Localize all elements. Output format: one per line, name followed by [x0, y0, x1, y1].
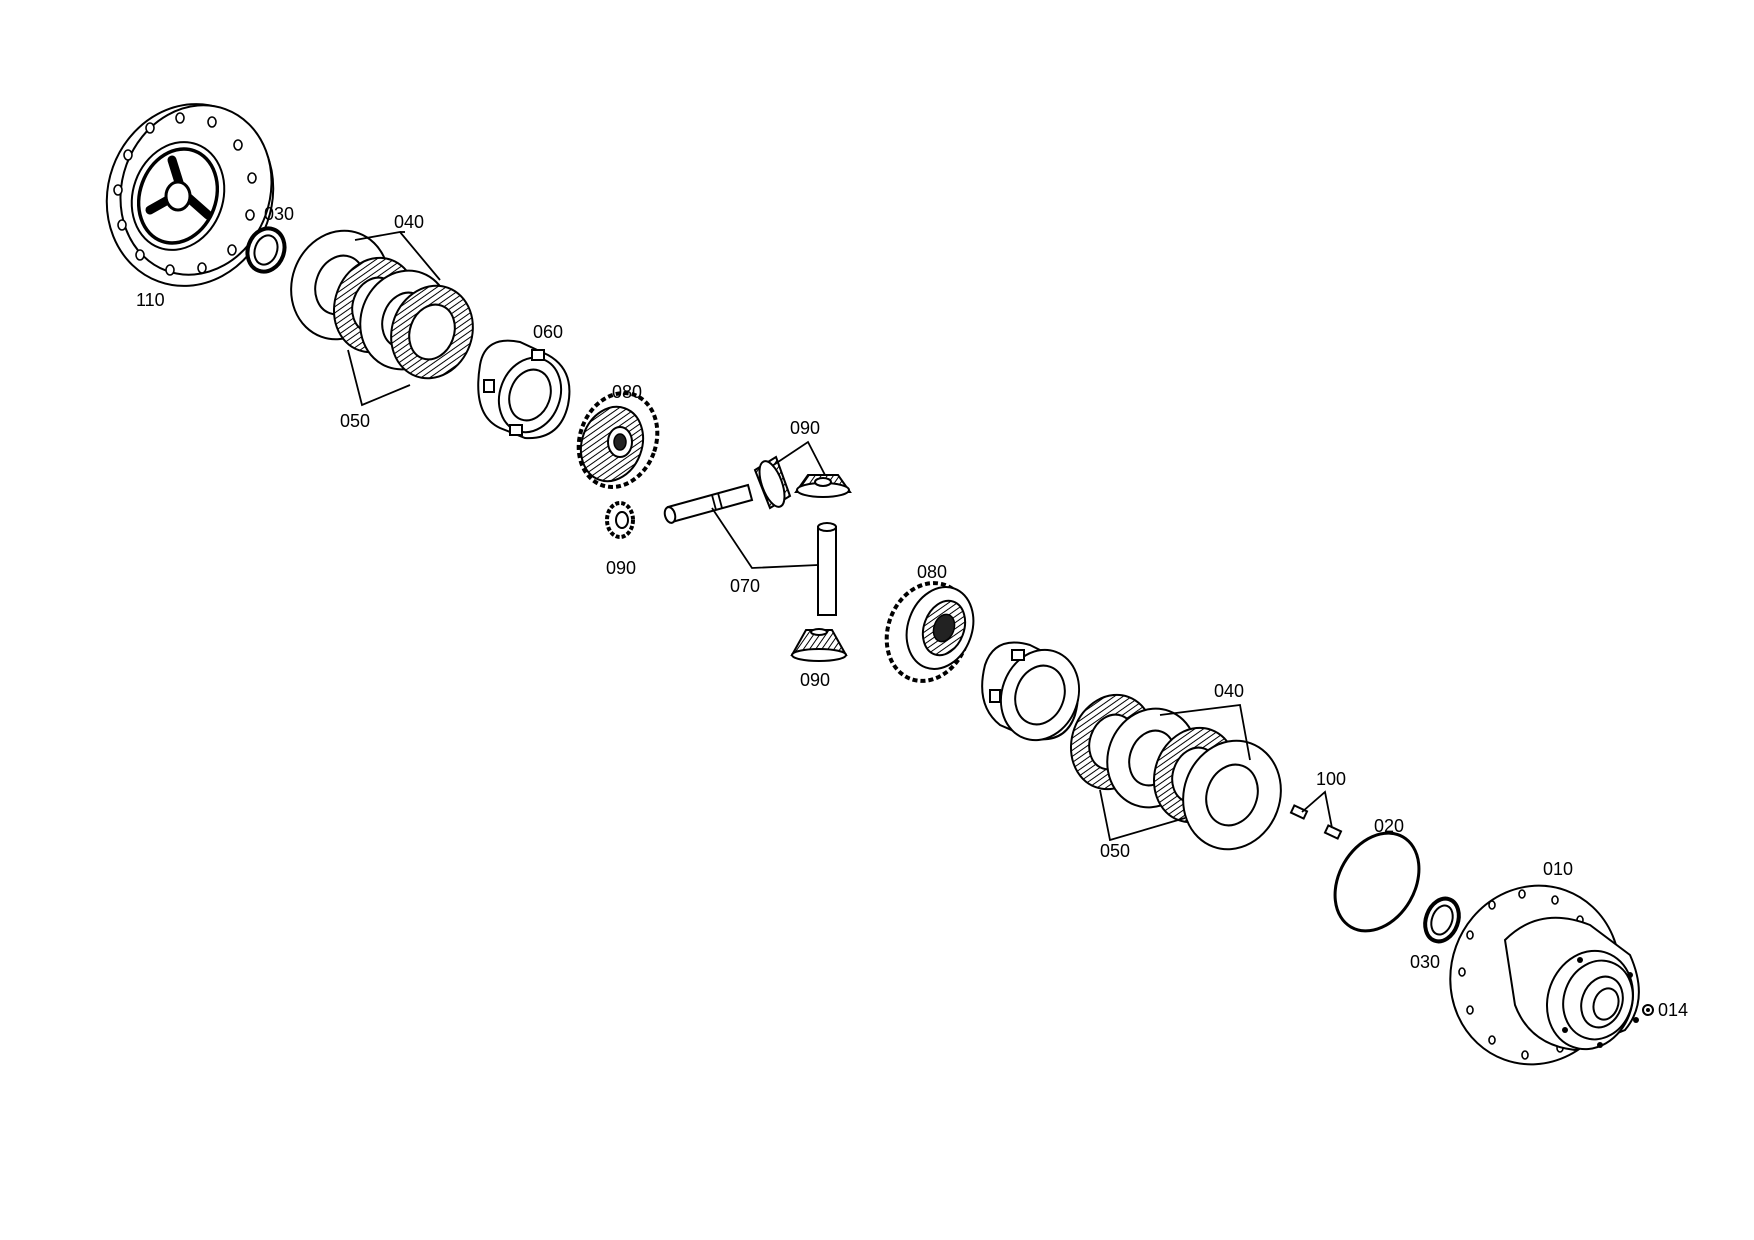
cross-shaft-070-vertical: [817, 522, 837, 616]
differential-cage-right: [981, 641, 1081, 742]
label-014: 014: [1658, 1000, 1688, 1020]
housing-010: [1449, 884, 1640, 1066]
label-010: 010: [1543, 859, 1573, 879]
label-040-right: 040: [1214, 681, 1244, 701]
housing-flange-110: [105, 103, 275, 287]
seal-ring-030-right: [1423, 896, 1461, 944]
label-110: 110: [136, 290, 165, 310]
label-090-top: 090: [790, 418, 820, 438]
label-050-right: 050: [1100, 841, 1130, 861]
leader-070: [711, 507, 819, 569]
leader-040-left: [354, 231, 441, 281]
o-ring-020: [1333, 831, 1421, 933]
label-080-right: 080: [917, 562, 947, 582]
clutch-disc-pack-right: [1069, 693, 1282, 851]
label-080-left: 080: [612, 382, 642, 402]
cross-shaft-070-diagonal: [663, 483, 754, 524]
leader-040-right: [1159, 704, 1251, 761]
plug-014: [1642, 1004, 1654, 1016]
label-060: 060: [533, 322, 563, 342]
label-100: 100: [1316, 769, 1346, 789]
label-030-left: 030: [264, 204, 294, 224]
label-020: 020: [1374, 816, 1404, 836]
pinion-gear-090-b: [753, 455, 792, 510]
label-090-left: 090: [606, 558, 636, 578]
pinion-gear-090-c: [794, 474, 852, 498]
side-gear-080-right: [884, 581, 975, 683]
pinion-gear-090-a: [605, 501, 635, 539]
pinion-gear-090-d: [790, 628, 848, 662]
leader-050-right: [1099, 789, 1186, 842]
label-050-left: 050: [340, 411, 370, 431]
seal-ring-030-left: [245, 226, 287, 274]
label-090-bottom: 090: [800, 670, 830, 690]
differential-cage-060-left: [477, 339, 571, 440]
label-070: 070: [730, 576, 760, 596]
leader-050-left: [347, 349, 411, 407]
pins-100: [1289, 790, 1343, 840]
label-030-right: 030: [1410, 952, 1440, 972]
leader-090-top: [771, 440, 826, 476]
side-gear-080-left: [576, 391, 660, 489]
clutch-disc-pack-left: [290, 229, 474, 380]
label-040-left: 040: [394, 212, 424, 232]
